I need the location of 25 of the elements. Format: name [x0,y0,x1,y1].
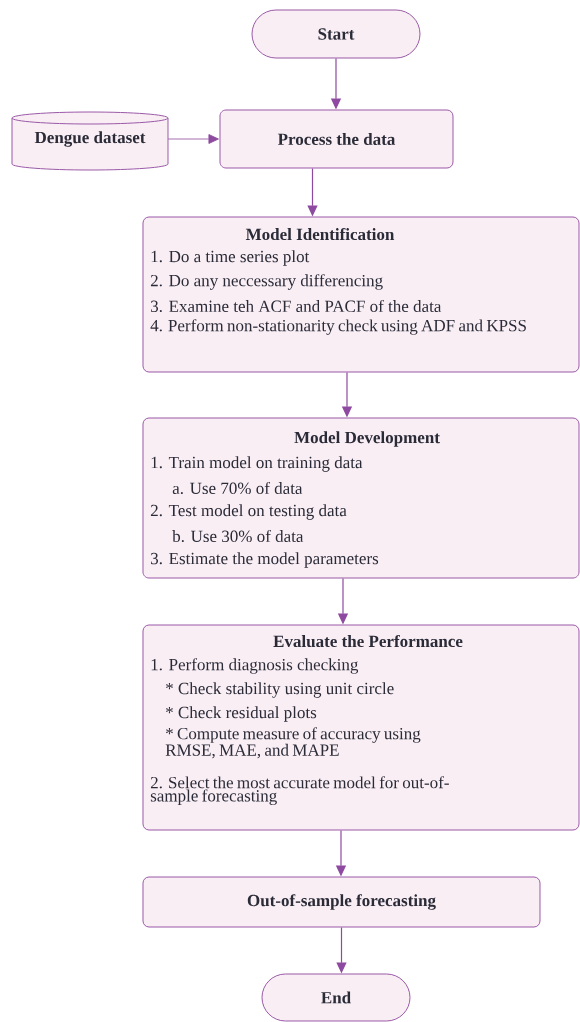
process-box [142,624,580,831]
list-item: 1. Do a time series plot [151,250,310,266]
list-item: 3. Examine teh ACF and PACF of the data [151,299,442,313]
list-item: a. Use 70% of data [172,481,303,495]
list-item: b. Use 30% of data [172,529,304,543]
list-item: * Check residual plots [166,706,317,722]
list-item: 4. Perform non-stationarity check using ADF and KPSS [150,319,526,335]
process-box: Process the data [219,109,454,169]
box-heading: Model Development [294,431,440,447]
terminal-oval: End [261,973,411,1022]
process-box [142,417,580,579]
box-heading: Evaluate the Performance [273,634,463,648]
database-cylinder: Dengue dataset [11,111,169,171]
box-heading: Model Identification [245,227,395,241]
list-item: 2. Select the most accurate model for out-of-sample forecasting [150,776,449,806]
list-item: 1. Train model on training data [151,456,363,472]
list-item: 2. Test model on testing data [150,504,347,520]
list-item: * Check stability using unit circle [166,682,394,698]
list-item: 2. Do any neccessary differencing [150,274,383,290]
arrow [167,134,219,144]
process-box: Out-of-sample forecasting [142,876,541,928]
process-box [142,216,580,373]
list-item: 3. Estimate the model parameters [151,552,379,568]
list-item: 1. Perform diagnosis checking [151,658,359,674]
list-item: * Compute measure of accuracy using RMSE, MAE, and MAPE [165,727,421,759]
